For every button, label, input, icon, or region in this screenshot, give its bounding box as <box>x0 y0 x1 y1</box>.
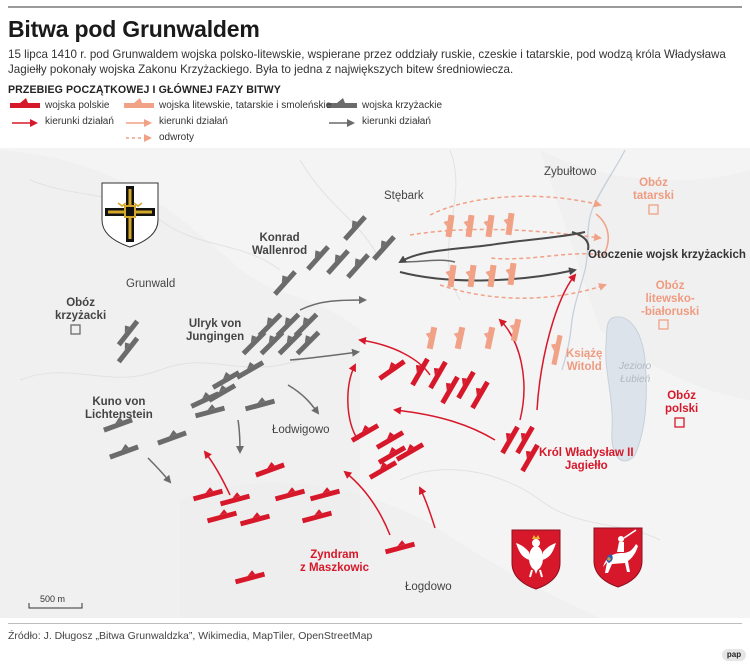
section-heading: PRZEBIEG POCZĄTKOWEJ I GŁÓWNEJ FAZY BITW… <box>8 84 281 96</box>
polish-direction-arrows <box>203 273 577 536</box>
legend-lithuanian-troops: wojska litewskie, tatarskie i smoleńskie <box>159 100 332 111</box>
legend-lit-troops-symbol <box>124 98 154 108</box>
legend-lithuanian-retreats: odwroty <box>159 132 195 143</box>
label-encirclement: Otoczenie wojsk krzyżackich <box>588 249 746 261</box>
lithuanian-direction-arrows <box>595 213 609 259</box>
top-rule <box>8 6 742 8</box>
teutonic-order-shield-icon <box>101 182 159 248</box>
label-zybultowo: Zybułtowo <box>544 166 597 178</box>
camp-lithuanian-marker <box>658 319 669 330</box>
label-grunwald: Grunwald <box>126 278 176 290</box>
encirclement-arrows <box>398 231 590 282</box>
legend-teut-troops-symbol <box>327 98 357 108</box>
camp-polish-marker <box>674 417 685 428</box>
polish-eagle-shield-icon <box>511 529 561 590</box>
label-stebark: Stębark <box>384 190 424 202</box>
scale-bar <box>28 603 83 609</box>
label-logdowo: Łogdowo <box>405 581 452 593</box>
label-lodwigowo: Łodwigowo <box>272 424 330 436</box>
legend-teutonic-directions: kierunki działań <box>362 116 431 127</box>
lithuanian-vytis-shield-icon <box>593 527 643 588</box>
river <box>561 149 626 371</box>
legend-polish-troops-symbol <box>10 98 40 108</box>
legend-teutonic-troops: wojska krzyżackie <box>362 100 443 111</box>
camp-teutonic-marker <box>70 324 81 335</box>
pap-logo: pap <box>722 649 746 661</box>
scale-label: 500 m <box>40 594 66 604</box>
legend-lithuanian-directions: kierunki działań <box>159 116 228 127</box>
page-title: Bitwa pod Grunwaldem <box>8 16 260 42</box>
camp-tatar-marker <box>648 204 659 215</box>
intro-text: 15 lipca 1410 r. pod Grunwaldem wojska p… <box>8 48 726 76</box>
legend-polish-troops: wojska polskie <box>45 100 110 111</box>
lake-lubien <box>605 316 647 462</box>
source-credit: Źródło: J. Długosz „Bitwa Grunwaldzka”, … <box>8 630 373 642</box>
bottom-rule <box>8 623 742 624</box>
legend-polish-directions: kierunki działań <box>45 116 114 127</box>
